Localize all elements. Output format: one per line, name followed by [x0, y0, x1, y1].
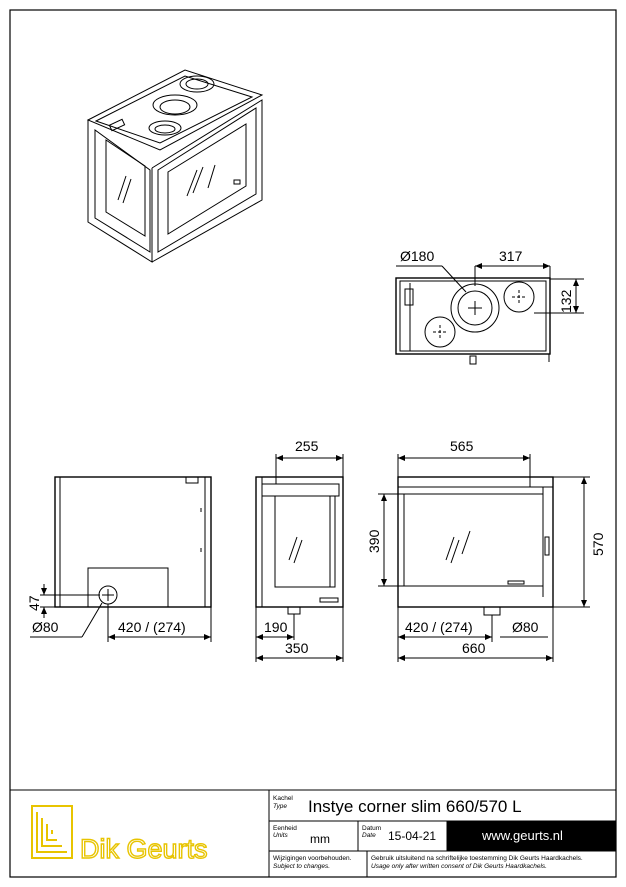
dim-front-window: 390 — [366, 529, 382, 553]
dim-front-diameter: Ø80 — [512, 619, 539, 635]
dim-top-diameter: Ø180 — [400, 248, 434, 264]
dim-side-offset: 190 — [264, 619, 288, 635]
brand-name: Dik Geurts — [80, 834, 208, 864]
dim-side-depth: 255 — [295, 438, 319, 454]
dik-geurts-logo — [31, 805, 73, 859]
units-value: mm — [310, 832, 330, 846]
sheet-border — [9, 9, 617, 878]
top-view — [395, 263, 584, 365]
dim-front-offset: 420 / (274) — [405, 619, 473, 635]
date-label: Datum — [362, 825, 381, 832]
dim-top-depth: 132 — [558, 289, 574, 313]
product-name: Instye corner slim 660/570 L — [308, 797, 522, 816]
units-label-en: Units — [273, 832, 289, 839]
dim-side-total: 350 — [285, 640, 309, 656]
isometric-view — [86, 69, 264, 263]
dim-front-total: 660 — [462, 640, 486, 656]
date-label-en: Date — [362, 832, 376, 839]
date-value: 15-04-21 — [388, 829, 436, 843]
front-view — [378, 454, 590, 662]
side-view — [255, 454, 344, 662]
rear-view — [30, 476, 212, 642]
usage-nl: Gebruik uitsluitend na schriftelijke toe… — [371, 855, 583, 862]
dim-front-height: 570 — [590, 532, 606, 556]
usage-en: Usage only after written consent of Dik … — [371, 863, 547, 870]
dim-rear-height: 47 — [26, 595, 42, 611]
disclaimer-nl: Wijzigingen voorbehouden. — [273, 855, 352, 862]
title-block — [10, 789, 617, 877]
type-label: Kachel — [273, 795, 293, 802]
dim-top-width: 317 — [499, 248, 523, 264]
dim-front-width: 565 — [450, 438, 474, 454]
website-link[interactable]: www.geurts.nl — [481, 828, 563, 843]
disclaimer-en: Subject to changes. — [273, 863, 330, 870]
dim-rear-offset: 420 / (274) — [118, 619, 186, 635]
units-label: Eenheid — [273, 825, 297, 832]
type-label-en: Type — [273, 803, 287, 810]
dim-rear-diameter: Ø80 — [32, 619, 59, 635]
